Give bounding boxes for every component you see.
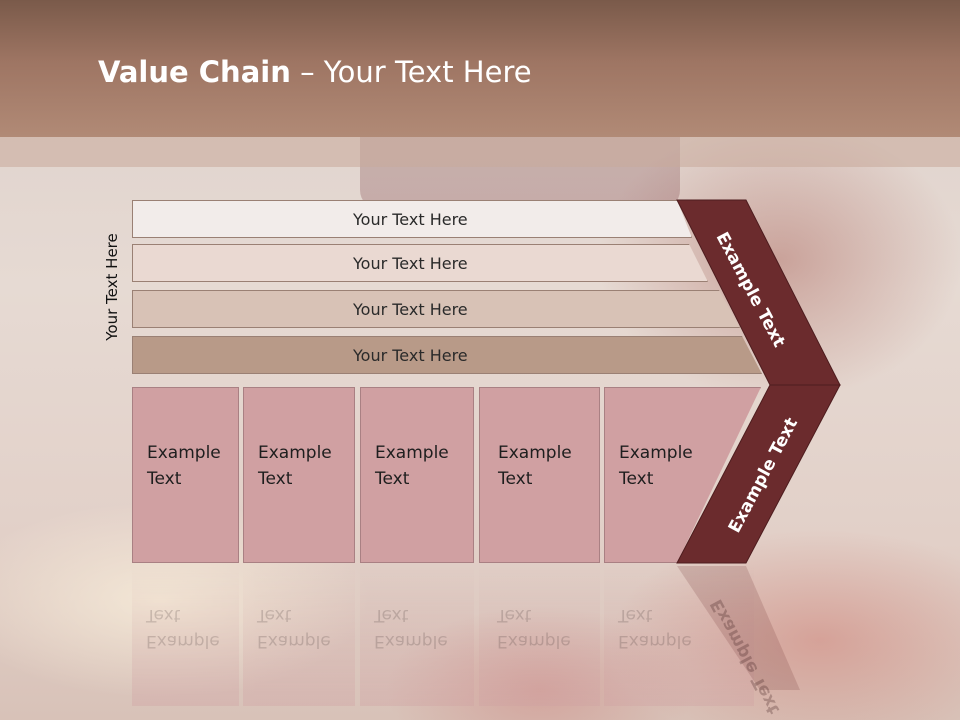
support-bar-3: Your Text Here: [132, 290, 740, 328]
reflection-2-line1: Example: [257, 631, 331, 651]
activity-box-5-line2: Text: [619, 469, 654, 489]
support-bar-2: Your Text Here: [132, 244, 708, 282]
reflection-1-line2: Text: [146, 605, 181, 625]
box-reflection-4: Example Text: [479, 566, 600, 706]
header-subband: [0, 137, 960, 167]
support-bar-1: Your Text Here: [132, 200, 692, 238]
reflection-1-line1: Example: [146, 631, 220, 651]
activity-box-4-line1: Example: [498, 443, 572, 463]
title-bold: Value Chain: [98, 55, 291, 89]
support-bar-2-label: Your Text Here: [353, 253, 468, 273]
support-bar-1-label: Your Text Here: [353, 209, 468, 229]
reflection-3-line1: Example: [374, 631, 448, 651]
box-reflection-1: Example Text: [132, 566, 239, 706]
title-rest: – Your Text Here: [290, 55, 532, 89]
activity-box-1-line2: Text: [147, 469, 182, 489]
reflection-5-line2: Text: [618, 605, 653, 625]
activity-box-3-line1: Example: [375, 443, 449, 463]
activity-box-3-line2: Text: [375, 469, 410, 489]
box-reflection-3: Example Text: [360, 566, 474, 706]
side-label: Your Text Here: [103, 233, 121, 341]
activity-box-4-line2: Text: [498, 469, 533, 489]
box-reflection-5: Example Text: [604, 566, 754, 706]
reflection-4-line1: Example: [497, 631, 571, 651]
activity-box-2-line1: Example: [258, 443, 332, 463]
header-band: [0, 0, 960, 137]
activity-box-2-line2: Text: [258, 469, 293, 489]
support-bar-4: Your Text Here: [132, 336, 762, 374]
activity-box-1-line1: Example: [147, 443, 221, 463]
support-bar-4-label: Your Text Here: [353, 345, 468, 365]
page-title: Value Chain – Your Text Here: [98, 55, 532, 89]
activity-box-5-line1: Example: [619, 443, 693, 463]
reflection-5-line1: Example: [618, 631, 692, 651]
reflection-3-line2: Text: [374, 605, 409, 625]
reflection-2-line2: Text: [257, 605, 292, 625]
support-bar-3-label: Your Text Here: [353, 299, 468, 319]
reflection-4-line2: Text: [497, 605, 532, 625]
box-reflection-2: Example Text: [243, 566, 355, 706]
